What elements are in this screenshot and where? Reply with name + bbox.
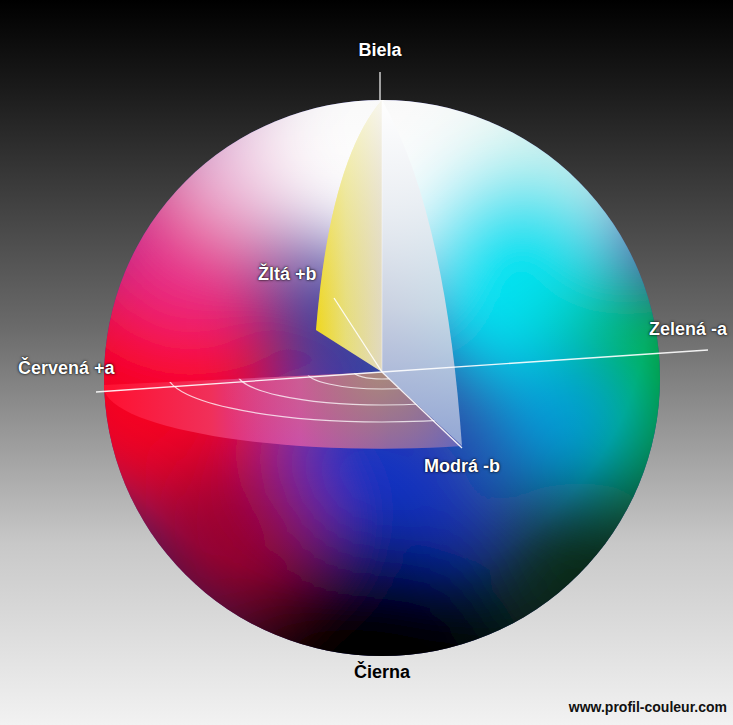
cutaway (104, 100, 597, 449)
watermark: www.profil-couleur.com (569, 699, 727, 716)
axis-label: Modrá -b (424, 456, 500, 478)
axis-label: Červená +a (18, 358, 115, 380)
axis-label: Čierna (354, 662, 410, 684)
axis-label: Biela (358, 40, 401, 62)
axis-label: Zelená -a (649, 319, 727, 341)
axes (96, 72, 708, 448)
sphere-body (20, 0, 733, 725)
axis-label: Žltá +b (258, 264, 317, 286)
